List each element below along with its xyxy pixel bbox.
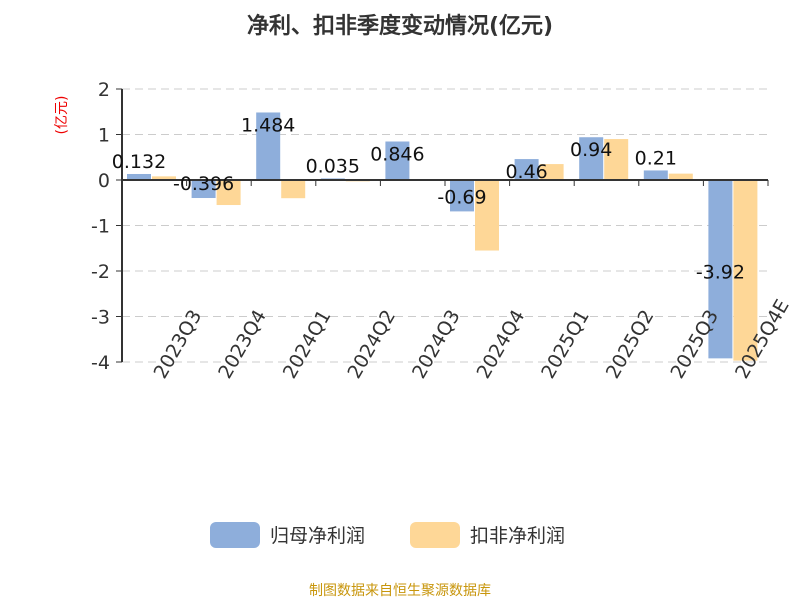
data-label: 0.846 (370, 144, 424, 166)
data-label: 0.94 (570, 139, 612, 161)
x-tick-label: 2024Q2 (343, 306, 400, 382)
data-label: 0.035 (306, 155, 360, 177)
data-label: -3.92 (696, 261, 745, 283)
bar-kf (604, 139, 629, 180)
bar-kf (475, 180, 499, 251)
y-tick-label: -3 (91, 307, 110, 329)
legend-swatch (410, 522, 460, 548)
bar-gm (256, 112, 281, 180)
x-tick-label: 2023Q3 (150, 306, 207, 382)
x-tick-label: 2025Q2 (602, 306, 659, 382)
legend-swatch (210, 522, 260, 548)
footer-source: 制图数据来自恒生聚源数据库 (309, 583, 491, 599)
legend-label: 归母净利润 (270, 525, 365, 547)
bar-kf (733, 180, 758, 361)
bar-gm (385, 141, 410, 180)
y-tick-label: -4 (91, 352, 110, 374)
bar-gm (191, 180, 216, 199)
y-tick-label: -2 (91, 261, 110, 283)
y-axis-label: (亿元) (54, 96, 70, 135)
y-tick-label: 1 (98, 125, 110, 147)
bar-kf (539, 164, 564, 180)
data-label: 1.484 (241, 114, 295, 136)
data-label: 0.132 (112, 151, 166, 173)
bar-kf (668, 173, 693, 180)
bar-gm (127, 173, 151, 180)
bar-kf (216, 180, 241, 206)
bar-gm (708, 180, 733, 359)
data-label: -0.69 (437, 186, 486, 208)
bar-gm (450, 180, 474, 212)
x-tick-label: 2024Q1 (279, 306, 336, 382)
x-tick-label: 2024Q3 (408, 306, 465, 382)
y-tick-label: 2 (98, 79, 110, 101)
legend-label: 扣非净利润 (470, 525, 565, 547)
x-tick-label: 2023Q4 (214, 306, 271, 382)
x-tick-label: 2025Q1 (537, 306, 594, 382)
data-label: 0.46 (505, 161, 547, 183)
y-tick-label: 0 (98, 170, 110, 192)
chart-title: 净利、扣非季度变动情况(亿元) (247, 13, 553, 39)
bar-kf (281, 180, 306, 199)
bar-gm (579, 137, 604, 180)
bar-gm (643, 170, 668, 180)
y-tick-label: -1 (91, 216, 110, 238)
data-label: -0.396 (173, 173, 234, 195)
bar-kf (152, 176, 176, 180)
data-label: 0.21 (635, 147, 677, 169)
x-tick-label: 2024Q4 (473, 306, 530, 382)
bar-gm (514, 159, 539, 180)
